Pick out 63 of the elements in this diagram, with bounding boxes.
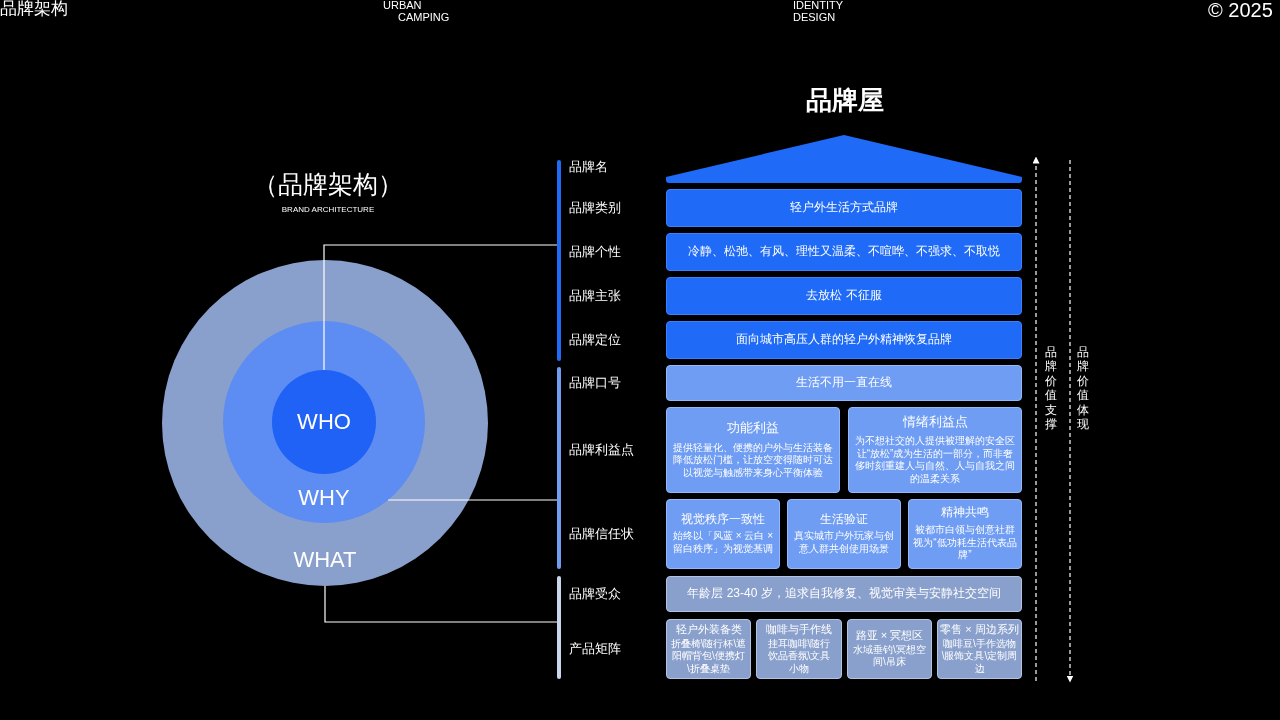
card-heading: 路亚 × 冥想区 — [855, 629, 924, 642]
card-text: 挂耳咖啡\随行饮品香氛\文具小物 — [766, 637, 832, 676]
tier-panel — [666, 321, 1022, 359]
tier-panel — [666, 365, 1022, 401]
leader-line — [387, 499, 558, 501]
bracket-bar — [557, 576, 561, 679]
tier-text: 冷静、松弛、有风、理性又温柔、不喧哗、不强求、不取悦 — [688, 245, 1000, 259]
header-text: URBAN CAMPING — [383, 0, 450, 24]
card-text: 折叠椅\随行杯\遮阳帽背包\便携灯\折叠桌垫 — [669, 637, 748, 676]
card-heading: 视觉秩序一致性 — [681, 512, 765, 527]
tier-panel — [666, 189, 1022, 227]
vertical-label: 品牌价值体现 — [1077, 345, 1089, 432]
row-label: 品牌个性 — [569, 244, 621, 260]
card-heading: 轻户外装备类 — [675, 622, 742, 636]
tier-text: 年龄层 23-40 岁，追求自我修复、视觉审美与安静社交空间 — [687, 587, 1001, 601]
bracket-bar — [557, 367, 561, 569]
circle-label: WHY — [298, 487, 350, 509]
info-card — [666, 619, 751, 679]
tier-panel — [666, 233, 1022, 271]
info-card — [937, 619, 1022, 679]
card-heading: 咖啡与手作线 — [766, 622, 832, 636]
card-heading: 情绪利益点 — [902, 414, 968, 430]
header-text: IDENTITY DESIGN — [793, 0, 843, 24]
section-heading: （品牌架构） — [253, 171, 403, 199]
card-text: 始终以「风蓝 × 云白 × 留白秩序」为视觉基调 — [672, 530, 774, 556]
card-text: 真实城市户外玩家与创意人群共创使用场景 — [793, 530, 895, 556]
copyright-text: © 2025 — [1208, 0, 1273, 21]
tier-text: 去放松 不征服 — [806, 289, 882, 303]
row-label: 品牌受众 — [569, 586, 621, 602]
info-card — [666, 499, 780, 569]
tier-panel — [666, 277, 1022, 315]
page-title: 品牌架构 — [0, 0, 68, 19]
tier-panel — [666, 576, 1022, 612]
card-heading: 功能利益 — [727, 420, 779, 436]
leader-line — [324, 585, 558, 623]
card-text: 水域垂钓\冥想空间\吊床 — [852, 643, 927, 669]
circle-label: WHO — [297, 411, 351, 433]
card-heading: 零售 × 周边系列 — [940, 622, 1019, 636]
row-label: 品牌口号 — [569, 375, 621, 391]
info-card — [666, 407, 840, 493]
bracket-bar — [557, 160, 561, 361]
card-text: 咖啡豆\手作选物\服饰文具\定制周边 — [940, 637, 1019, 676]
circle-label: WHAT — [293, 549, 357, 571]
card-text: 为不想社交的人提供被理解的安全区让“放松”成为生活的一部分，而非奢侈时刻重建人与自然、人与自我之间的温柔关系 — [854, 435, 1016, 486]
row-label: 品牌信任状 — [569, 526, 634, 542]
tier-text: 轻户外生活方式品牌 — [790, 201, 898, 215]
info-card — [908, 499, 1022, 569]
tier-text: 面向城市高压人群的轻户外精神恢复品牌 — [736, 333, 952, 347]
vertical-label: 品牌价值支撑 — [1045, 345, 1057, 432]
row-label: 品牌定位 — [569, 332, 621, 348]
roof-shape — [666, 135, 1022, 183]
info-card — [756, 619, 842, 679]
card-heading: 生活验证 — [820, 512, 868, 527]
house-title: 品牌屋 — [806, 86, 884, 115]
section-subtitle: BRAND ARCHITECTURE — [281, 206, 375, 215]
card-text: 提供轻量化、便携的户外与生活装备降低放松门槛，让放空变得随时可达以视觉与触感带来身心平衡体验 — [672, 441, 834, 480]
card-heading: 精神共鸣 — [941, 506, 989, 521]
info-card — [848, 407, 1022, 493]
info-card — [787, 499, 901, 569]
tier-text: 生活不用一直在线 — [796, 376, 892, 390]
card-text: 被都市白领与创意社群视为“低功耗生活代表品牌” — [913, 524, 1017, 562]
info-card — [847, 619, 932, 679]
leader-line — [323, 244, 558, 371]
